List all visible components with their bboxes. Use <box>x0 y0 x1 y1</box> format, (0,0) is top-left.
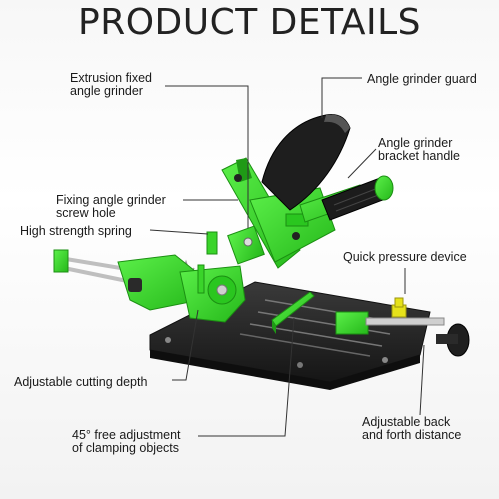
clamp-fence <box>271 291 315 334</box>
callout-back-forth: Adjustable back and forth distance <box>362 416 461 442</box>
callout-cutting-depth-line1: Adjustable cutting depth <box>14 375 148 389</box>
callout-screw-hole: Fixing angle grinder screw hole <box>56 194 166 220</box>
callout-guard: Angle grinder guard <box>367 73 477 86</box>
callout-extrusion-line2: angle grinder <box>70 84 143 98</box>
callout-extrusion-line1: Extrusion fixed <box>70 71 152 85</box>
clamp-block <box>335 297 470 357</box>
callout-spring: High strength spring <box>20 225 132 238</box>
callout-handle-line1: Angle grinder <box>378 136 453 150</box>
callout-clamping: 45° free adjustment of clamping objects <box>72 429 181 455</box>
callout-extrusion: Extrusion fixed angle grinder <box>70 72 152 98</box>
callout-back-forth-line1: Adjustable back <box>362 415 451 429</box>
line-handle <box>347 148 377 179</box>
callout-handle-line2: bracket handle <box>378 149 461 163</box>
callout-guard-line1: Angle grinder guard <box>367 72 477 86</box>
callout-back-forth-line2: and forth distance <box>362 428 462 442</box>
callout-quick-pressure-line1: Quick pressure device <box>343 250 467 264</box>
line-cutting-depth <box>172 309 199 381</box>
carriage <box>117 231 246 323</box>
callout-screw-hole-line1: Fixing angle grinder <box>56 193 166 207</box>
callout-spring-line1: High strength spring <box>20 224 132 238</box>
page-title: PRODUCT DETAILS <box>77 2 421 43</box>
callout-quick-pressure: Quick pressure device <box>343 251 467 264</box>
callout-handle: Angle grinder bracket handle <box>378 137 460 163</box>
line-spring <box>149 229 209 235</box>
line-clamping <box>198 317 295 437</box>
grinder-guard <box>261 114 351 211</box>
callout-lines <box>149 77 425 437</box>
line-back-forth <box>419 344 425 416</box>
bracket-handle <box>299 175 394 223</box>
line-extrusion <box>165 85 249 228</box>
callout-cutting-depth: Adjustable cutting depth <box>14 376 147 389</box>
line-guard <box>321 77 362 118</box>
callout-clamping-line1: 45° free adjustment <box>72 428 181 442</box>
callout-screw-hole-line2: screw hole <box>56 206 116 220</box>
callout-clamping-line2: of clamping objects <box>72 441 180 455</box>
